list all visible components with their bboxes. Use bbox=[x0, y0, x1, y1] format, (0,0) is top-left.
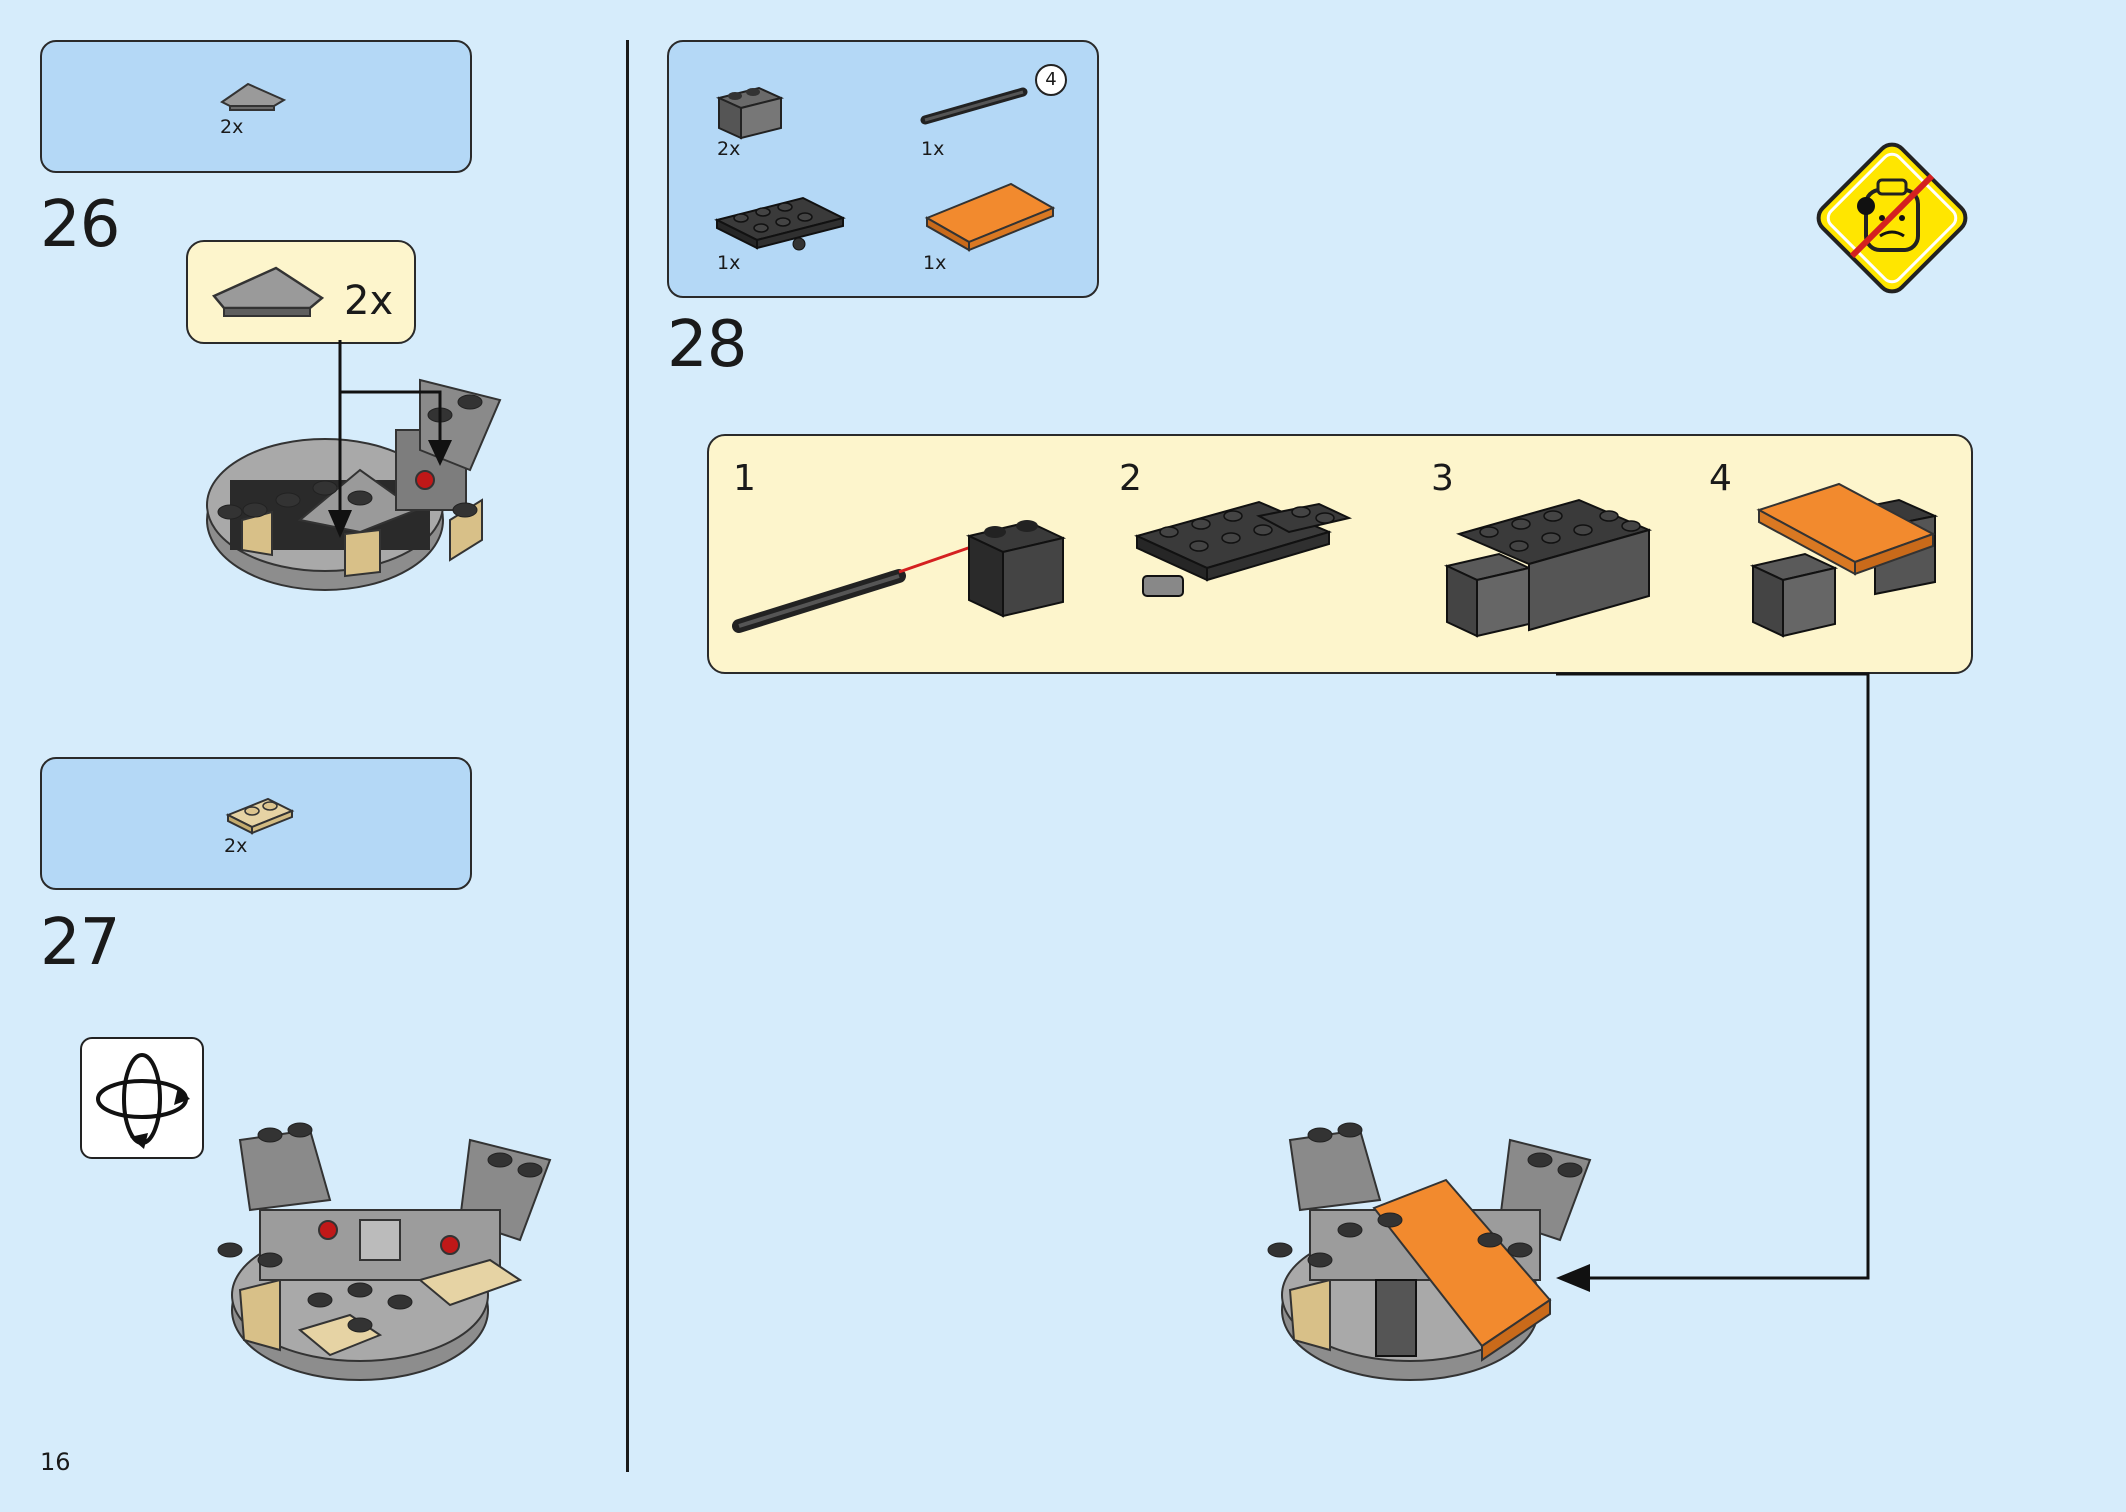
axle-length-badge: 4 bbox=[1035, 64, 1067, 96]
slope-tile-part bbox=[220, 82, 287, 111]
callout-qty: 2x bbox=[344, 278, 394, 324]
technic-brick-part bbox=[715, 86, 785, 140]
page-number: 16 bbox=[40, 1448, 71, 1476]
model-step-28 bbox=[1267, 1122, 1592, 1381]
orange-tile-part bbox=[924, 182, 1056, 252]
tan-plate-part bbox=[225, 797, 295, 835]
parts-box-step-28: 2x 4 1x 1x 1x bbox=[667, 40, 1099, 298]
technic-axle-part bbox=[920, 87, 1028, 125]
substep-number: 1 bbox=[733, 458, 756, 499]
step-number: 28 bbox=[667, 308, 747, 382]
part-qty: 2x bbox=[717, 138, 741, 160]
model-step-26 bbox=[206, 340, 502, 591]
step-number: 26 bbox=[40, 188, 120, 262]
substep-number: 2 bbox=[1119, 458, 1142, 499]
substep-4-orange-tile bbox=[1749, 482, 1939, 638]
no-minifig-warning-icon bbox=[1816, 142, 1968, 294]
rotate-model-icon bbox=[80, 1037, 204, 1159]
substep-2-plate-on-brick bbox=[1134, 500, 1353, 597]
part-qty: 2x bbox=[224, 835, 248, 857]
substep-3-second-brick bbox=[1443, 498, 1652, 638]
substep-number: 4 bbox=[1709, 458, 1732, 499]
black-plate-part bbox=[714, 196, 846, 251]
part-qty: 1x bbox=[923, 252, 947, 274]
substep-number: 3 bbox=[1431, 458, 1454, 499]
part-qty: 2x bbox=[220, 116, 244, 138]
model-step-27 bbox=[217, 1122, 552, 1381]
step-number: 27 bbox=[40, 906, 120, 980]
part-qty: 1x bbox=[717, 252, 741, 274]
column-divider bbox=[626, 40, 629, 1472]
parts-box-step-26: 2x bbox=[40, 40, 472, 173]
slope-tile-part bbox=[211, 266, 325, 317]
substep-1-axle-into-brick bbox=[732, 520, 1067, 633]
subassembly-callout-step-28: 1 2 3 4 bbox=[707, 434, 1973, 674]
part-qty: 1x bbox=[921, 138, 945, 160]
callout-step-26: 2x bbox=[186, 240, 416, 344]
parts-box-step-27: 2x bbox=[40, 757, 472, 890]
